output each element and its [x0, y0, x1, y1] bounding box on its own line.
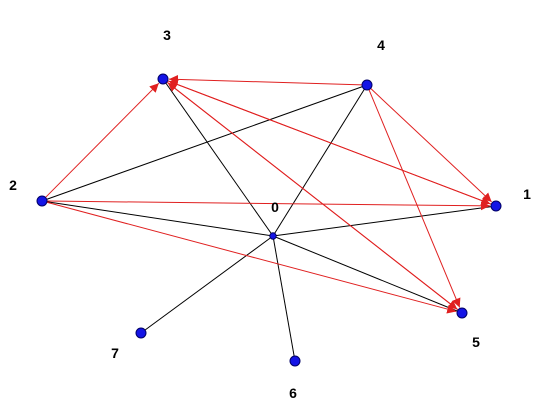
- arrow-4-to-1: [370, 88, 492, 203]
- node-label-0: 0: [271, 199, 279, 215]
- node-labels: 0 1 2 3 4 5 6 7: [9, 27, 531, 401]
- edge-0-7: [140, 235, 274, 334]
- edge-0-4: [272, 84, 368, 237]
- node-5: [456, 307, 468, 319]
- node-3: [157, 73, 169, 85]
- node-label-2: 2: [9, 177, 17, 193]
- node-1: [490, 200, 502, 212]
- node-label-3: 3: [163, 27, 171, 43]
- arrow-2-to-1: [46, 200, 491, 211]
- undirected-edges: [41, 78, 497, 362]
- node-2: [36, 195, 48, 207]
- node-label-4: 4: [377, 37, 385, 53]
- node-0: [269, 232, 277, 240]
- edge-0-6: [272, 235, 296, 362]
- edge-0-2: [41, 200, 274, 237]
- arrow-2-to-3: [45, 82, 160, 198]
- arrow-2-to-5: [46, 201, 457, 314]
- arrow-4-to-3: [168, 74, 363, 86]
- node-7: [135, 327, 147, 339]
- arrow-4-to-5: [368, 89, 461, 308]
- node-label-7: 7: [111, 345, 119, 361]
- edge-0-3: [162, 78, 274, 237]
- node-6: [289, 355, 301, 367]
- node-label-5: 5: [472, 334, 480, 350]
- edge-0-1: [272, 205, 497, 237]
- node-4: [361, 79, 373, 91]
- node-label-6: 6: [289, 385, 297, 401]
- nodes: [36, 73, 502, 367]
- edge-0-5: [272, 235, 463, 314]
- edge-2-4: [41, 84, 368, 202]
- directed-edges: [45, 74, 492, 314]
- node-label-1: 1: [523, 186, 531, 202]
- arrow-3-to-1: [167, 80, 491, 205]
- arrow-3-to-5: [166, 81, 458, 310]
